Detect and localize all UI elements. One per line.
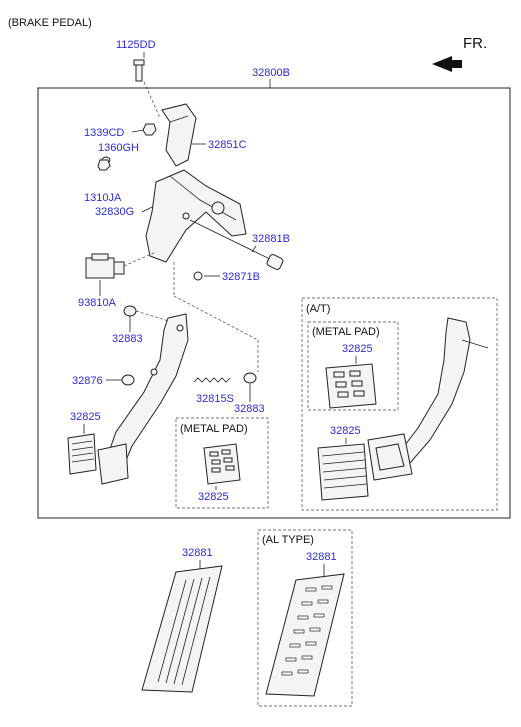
metal-pad-group-1 [175, 417, 269, 509]
stop-lamp-switch-shape [85, 253, 125, 279]
nut-icon [142, 123, 157, 136]
return-spring-icon [193, 377, 231, 383]
part-1360GH[interactable]: 1360GH [98, 142, 139, 154]
at-group [301, 297, 498, 511]
front-arrow-icon [432, 56, 462, 72]
nut-small-icon [97, 159, 111, 171]
part-32825-c[interactable]: 32825 [342, 343, 373, 355]
bushing-icon [123, 305, 137, 317]
part-32825-a[interactable]: 32825 [70, 411, 101, 423]
at-pedal-foot-shape [367, 433, 413, 481]
metal-pad-group-2 [307, 321, 399, 411]
bolt-small-icon [193, 271, 203, 281]
part-32825-d[interactable]: 32825 [330, 425, 361, 437]
pedal-foot-shape [97, 443, 129, 485]
bushing-2-icon [243, 372, 257, 384]
part-32871B[interactable]: 32871B [222, 271, 260, 283]
al-accelerator-pad-shape [265, 573, 345, 697]
at-group-label: (A/T) [306, 303, 330, 315]
part-32883-b[interactable]: 32883 [234, 403, 265, 415]
part-32881-b[interactable]: 32881 [306, 551, 337, 563]
part-32881B[interactable]: 32881B [252, 233, 290, 245]
part-1125DD[interactable]: 1125DD [116, 39, 156, 51]
diagram-title: (BRAKE PEDAL) [8, 17, 92, 29]
accelerator-pad-shape [141, 565, 223, 693]
metal-pad-2-shape [325, 363, 377, 409]
at-rubber-pad-shape [317, 443, 369, 501]
part-1339CD[interactable]: 1339CD [84, 127, 124, 139]
rubber-pad-left-shape [67, 433, 97, 475]
part-32851C[interactable]: 32851C [208, 139, 247, 151]
part-32825-b[interactable]: 32825 [198, 491, 229, 503]
part-32800B[interactable]: 32800B [252, 67, 290, 79]
metal-pad-2-label: (METAL PAD) [312, 326, 380, 338]
part-32883-a[interactable]: 32883 [112, 333, 143, 345]
al-type-group [257, 529, 353, 707]
metal-pad-1-label: (METAL PAD) [180, 423, 248, 435]
part-32881-a[interactable]: 32881 [182, 547, 213, 559]
bracket-32851C-shape [161, 103, 197, 167]
bolt-icon [133, 59, 145, 82]
main-assembly-box [37, 87, 511, 519]
pedal-bracket-shape [145, 169, 247, 263]
part-32815S[interactable]: 32815S [196, 393, 234, 405]
front-label: FR. [463, 35, 487, 52]
part-32876[interactable]: 32876 [72, 375, 103, 387]
part-93810A[interactable]: 93810A [78, 297, 117, 309]
pivot-pin-shape [189, 219, 284, 270]
part-1310JA[interactable]: 1310JA [84, 192, 122, 204]
metal-pad-1-shape [203, 443, 241, 485]
part-32830G[interactable]: 32830G [95, 206, 134, 218]
al-type-label: (AL TYPE) [262, 534, 314, 546]
stopper-icon [121, 374, 135, 386]
